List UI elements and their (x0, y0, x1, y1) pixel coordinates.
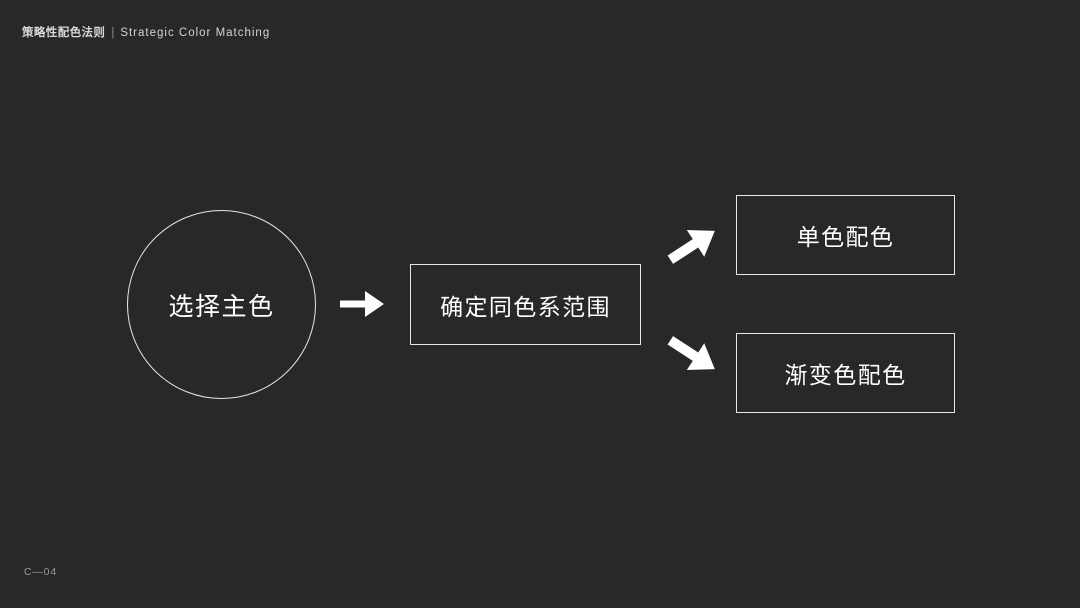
node-gradient: 渐变色配色 (736, 333, 955, 413)
arrow-down-right-icon (662, 329, 724, 381)
node-monochrome-label: 单色配色 (796, 224, 895, 250)
node-gradient-label: 渐变色配色 (784, 362, 907, 388)
header-title-latin: Strategic Color Matching (120, 27, 271, 39)
node-monochrome: 单色配色 (736, 195, 955, 275)
arrow-up-right-icon (662, 219, 724, 271)
node-primary-color: 选择主色 (127, 210, 316, 399)
header-title-cjk: 策略性配色法则 (22, 27, 106, 39)
node-primary-color-label: 选择主色 (168, 292, 275, 321)
header-separator: | (111, 27, 115, 39)
slide-page-code: C—04 (24, 566, 57, 578)
node-color-range-label: 确定同色系范围 (440, 293, 611, 320)
node-color-range: 确定同色系范围 (410, 264, 641, 345)
arrow-right-icon (338, 283, 386, 325)
slide-header: 策略性配色法则 | Strategic Color Matching (22, 24, 270, 40)
